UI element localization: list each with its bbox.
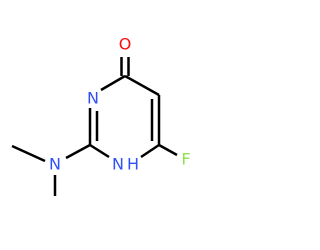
nh-nitrogen-label: N [112, 155, 124, 174]
molecule-structure-diagram: O N N N H F [11, 35, 191, 196]
oxygen-label: O [119, 35, 132, 54]
bonds [11, 57, 178, 196]
ring-bond-c4-n3 [100, 74, 126, 92]
methyl-bond-upper [11, 144, 46, 163]
ring-bond-c5-c4 [124, 74, 160, 97]
fluorine-label: F [181, 150, 190, 169]
atom-labels: O N N N H F [49, 35, 191, 174]
nh-hydrogen-label: H [127, 155, 139, 174]
amine-nitrogen-label: N [49, 155, 61, 174]
amine-bond [65, 143, 91, 160]
ring-bond-c2-n1 [89, 143, 110, 159]
ring-bond-n1-c6 [140, 143, 160, 159]
fluorine-bond [158, 143, 178, 157]
ring-nitrogen-label: N [87, 89, 99, 108]
